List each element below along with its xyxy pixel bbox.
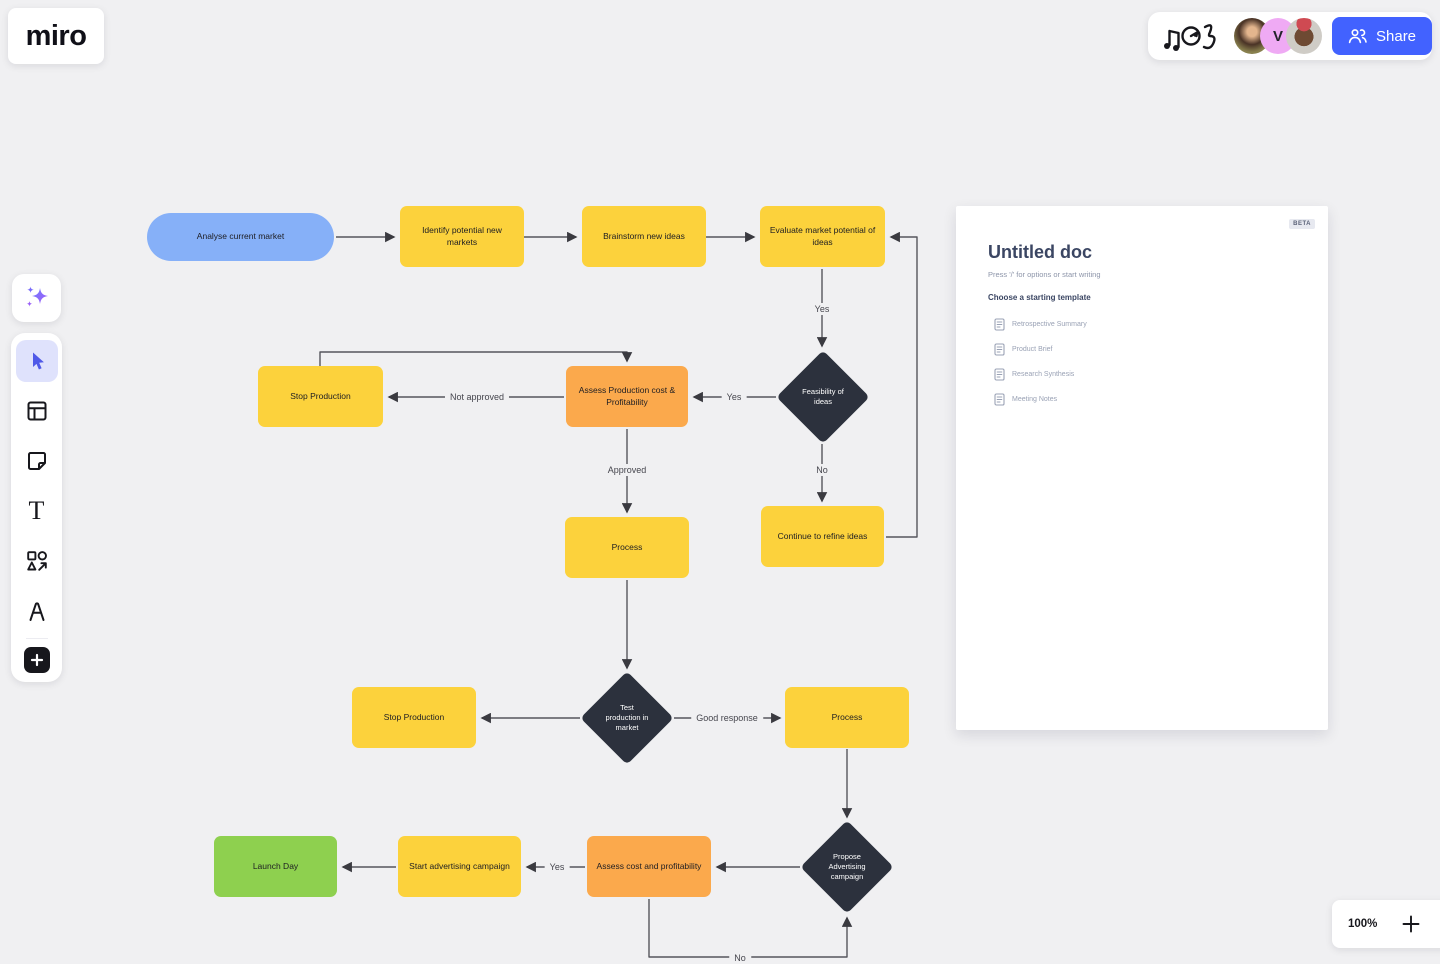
flowchart-node-launch-day[interactable]: Launch Day bbox=[214, 836, 337, 897]
flowchart-node-process-2[interactable]: Process bbox=[785, 687, 909, 748]
flowchart-node-test-production[interactable]: Test production in market bbox=[580, 671, 674, 765]
avatar[interactable] bbox=[1286, 18, 1322, 54]
flowchart-node-stop-production-2[interactable]: Stop Production bbox=[352, 687, 476, 748]
sticky-note-icon bbox=[27, 452, 46, 470]
flowchart-node-propose-advertising[interactable]: Propose Advertising campaign bbox=[800, 820, 894, 914]
select-tool[interactable] bbox=[15, 340, 58, 382]
document-icon bbox=[994, 393, 1005, 406]
doc-panel: BETA Untitled doc Press '/' for options … bbox=[956, 206, 1328, 730]
toolbar-divider bbox=[25, 638, 48, 639]
templates-heading: Choose a starting template bbox=[988, 293, 1091, 302]
music-doodle-icon bbox=[1164, 24, 1216, 51]
flowchart-node-start-advertising[interactable]: Start advertising campaign bbox=[398, 836, 521, 897]
flowchart-node-identify[interactable]: Identify potential new markets bbox=[400, 206, 524, 267]
miro-logo-text: miro bbox=[25, 19, 87, 52]
flowchart-node-evaluate[interactable]: Evaluate market potential of ideas bbox=[760, 206, 885, 267]
miro-logo[interactable]: miro bbox=[8, 8, 104, 64]
edge-label-good-response: Good response bbox=[691, 712, 763, 724]
edge-label-yes: Yes bbox=[544, 861, 570, 873]
pen-tool[interactable] bbox=[16, 590, 58, 632]
template-item-retrospective-summary[interactable]: Retrospective Summary bbox=[988, 312, 1296, 337]
flowchart-node-feasibility[interactable]: Feasibility of ideas bbox=[776, 350, 870, 444]
template-item-research-synthesis[interactable]: Research Synthesis bbox=[988, 362, 1296, 387]
shapes-icon bbox=[26, 551, 47, 571]
cursor-icon bbox=[32, 352, 44, 370]
ai-assistant-button[interactable] bbox=[12, 274, 61, 322]
beta-badge: BETA bbox=[1289, 219, 1315, 229]
flowchart-node-stop-production-1[interactable]: Stop Production bbox=[258, 366, 383, 427]
add-more-tools-button[interactable] bbox=[23, 647, 50, 673]
tools-toolbar: T bbox=[11, 333, 62, 682]
doc-title[interactable]: Untitled doc bbox=[988, 242, 1092, 262]
flowchart-node-brainstorm[interactable]: Brainstorm new ideas bbox=[582, 206, 706, 267]
document-icon bbox=[994, 343, 1005, 356]
zoom-in-button[interactable] bbox=[1401, 914, 1421, 934]
sparkles-icon bbox=[26, 286, 48, 307]
edge-label-no: No bbox=[729, 952, 751, 964]
collaborator-avatars: V bbox=[1234, 18, 1322, 54]
flowchart-node-process-1[interactable]: Process bbox=[565, 517, 689, 578]
topbar: V Share bbox=[1148, 12, 1433, 60]
share-button[interactable]: Share bbox=[1332, 17, 1433, 55]
document-icon bbox=[994, 318, 1005, 331]
templates-tool[interactable] bbox=[16, 390, 58, 432]
text-tool[interactable]: T bbox=[16, 490, 58, 532]
document-icon bbox=[994, 368, 1005, 381]
edge-label-no: No bbox=[811, 464, 833, 476]
plus-icon bbox=[30, 653, 43, 667]
flowchart-node-assess-cost[interactable]: Assess cost and profitability bbox=[587, 836, 711, 897]
flowchart-node-analyse[interactable]: Analyse current market bbox=[147, 213, 334, 261]
flowchart-node-assess-production[interactable]: Assess Production cost & Profitability bbox=[566, 366, 688, 427]
plus-icon bbox=[1402, 915, 1420, 933]
template-item-product-brief[interactable]: Product Brief bbox=[988, 337, 1296, 362]
layout-icon bbox=[27, 401, 46, 421]
doc-placeholder[interactable]: Press '/' for options or start writing bbox=[988, 270, 1101, 279]
people-icon bbox=[1348, 29, 1367, 44]
share-button-label: Share bbox=[1376, 27, 1417, 45]
zoom-control: 100% bbox=[1332, 900, 1440, 948]
shapes-tool[interactable] bbox=[16, 540, 58, 582]
flowchart-node-continue-refine[interactable]: Continue to refine ideas bbox=[761, 506, 884, 567]
edge-label-yes: Yes bbox=[809, 303, 835, 315]
zoom-level[interactable]: 100% bbox=[1348, 918, 1378, 930]
edge-label-approved: Approved bbox=[602, 464, 652, 476]
edge-label-not-approved: Not approved bbox=[444, 391, 510, 403]
text-icon: T bbox=[28, 496, 45, 525]
sticky-note-tool[interactable] bbox=[16, 440, 58, 482]
pen-icon bbox=[29, 602, 44, 621]
template-item-meeting-notes[interactable]: Meeting Notes bbox=[988, 387, 1296, 412]
edge-label-yes: Yes bbox=[721, 391, 747, 403]
